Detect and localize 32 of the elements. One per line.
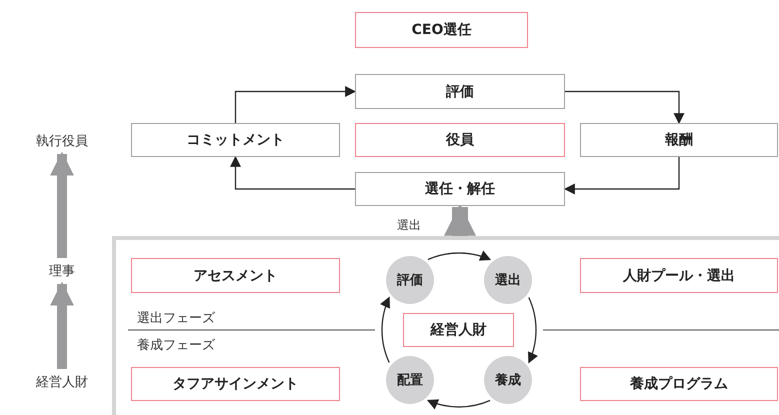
process-box: コミットメント bbox=[131, 123, 340, 157]
phase-panel bbox=[112, 236, 779, 415]
block-arrow bbox=[50, 152, 74, 258]
arrow bbox=[426, 398, 490, 410]
highlight-box: 人財プール・選出 bbox=[580, 258, 778, 293]
level-text: 経営人財 bbox=[28, 372, 96, 392]
step-circle: 評価 bbox=[386, 256, 434, 304]
arrow bbox=[380, 296, 391, 363]
step-circle: 選出 bbox=[484, 256, 532, 304]
arrow bbox=[527, 297, 538, 364]
arrow bbox=[428, 250, 492, 262]
process-box: 報酬 bbox=[580, 123, 778, 157]
process-box: 選任・解任 bbox=[355, 172, 565, 206]
highlight-box: 役員 bbox=[355, 123, 565, 157]
phase-label: 選出フェーズ bbox=[137, 310, 215, 327]
block-arrow bbox=[50, 282, 74, 369]
step-circle: 配置 bbox=[386, 356, 434, 404]
highlight-box: 経営人財 bbox=[403, 313, 514, 347]
arrow bbox=[565, 90, 684, 124]
arrow bbox=[564, 157, 680, 194]
highlight-box: タフアサインメント bbox=[131, 367, 340, 401]
block-arrow bbox=[444, 204, 476, 236]
process-box: 評価 bbox=[355, 74, 565, 109]
phase-label: 養成フェーズ bbox=[137, 337, 215, 354]
arrow bbox=[230, 156, 355, 190]
step-circle: 養成 bbox=[484, 356, 532, 404]
arrow bbox=[234, 86, 356, 123]
level-text: 執行役員 bbox=[28, 131, 96, 151]
highlight-box: CEO選任 bbox=[355, 12, 528, 48]
level-text: 理事 bbox=[42, 261, 82, 281]
highlight-box: アセスメント bbox=[131, 258, 340, 293]
highlight-box: 養成プログラム bbox=[580, 367, 778, 401]
